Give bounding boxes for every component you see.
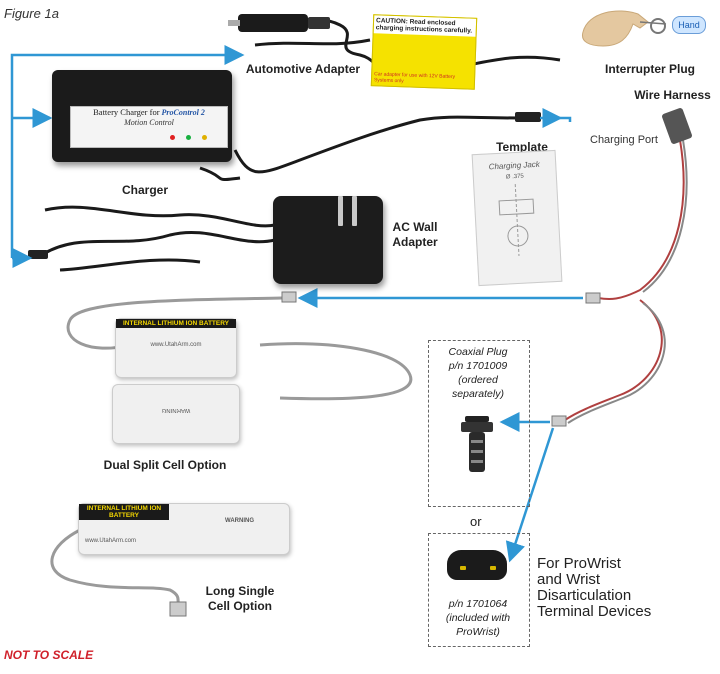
harness-connector-top	[585, 292, 601, 304]
charger-faceplate: Battery Charger for ProControl 2 Motion …	[70, 106, 228, 148]
long-single-cell-battery: INTERNAL LITHIUM ION BATTERY www.UtahArm…	[78, 503, 290, 555]
long-cell-cable	[50, 528, 180, 606]
caution-heading: CAUTION: Read enclosed charging instruct…	[373, 15, 477, 37]
caution-label: CAUTION: Read enclosed charging instruct…	[370, 14, 478, 90]
wall-prong-right	[352, 196, 357, 226]
interrupter-plug	[581, 10, 667, 47]
coaxial-plug-line4: separately)	[452, 388, 504, 400]
long-battery-strip: INTERNAL LITHIUM ION BATTERY	[79, 504, 169, 520]
prowrist-part-line1: p/n 1701064	[448, 598, 508, 610]
or-text: or	[470, 514, 482, 529]
automotive-adapter-label: Automotive Adapter	[245, 62, 361, 76]
template-title: Charging Jack	[488, 159, 541, 172]
long-battery-url: www.UtahArm.com	[85, 538, 137, 544]
dual-split-cell-label: Dual Split Cell Option	[103, 458, 227, 472]
template-drawing	[498, 184, 535, 256]
coaxial-plug-box	[428, 340, 530, 507]
prowrist-contact-left	[460, 566, 466, 570]
dual-cell-battery-bottom: WARNING	[112, 384, 240, 444]
long-single-cell-label-2: Cell Option	[208, 599, 272, 613]
wire-harness-label: Wire Harness	[634, 88, 711, 102]
charging-port-label: Charging Port	[590, 134, 658, 146]
hand-tag: Hand	[672, 16, 706, 34]
figure-label: Figure 1a	[4, 6, 59, 21]
harness-connector-bottom	[551, 415, 567, 427]
ac-wall-adapter-label-2: Adapter	[392, 235, 438, 249]
battery-strip-top: INTERNAL LITHIUM ION BATTERY	[116, 319, 236, 328]
blue-arrows	[10, 45, 583, 563]
coaxial-plug-line1: Coaxial Plug	[448, 346, 508, 358]
prowrist-connector	[447, 550, 507, 580]
ac-wall-adapter	[273, 196, 383, 284]
prowrist-part-line3: ProWrist)	[456, 626, 500, 638]
dual-cell-connector	[281, 291, 297, 303]
charger-company: Motion Control	[124, 118, 174, 127]
long-single-cell-label-1: Long Single	[205, 584, 275, 598]
led-red	[170, 135, 175, 140]
coaxial-plug-line2: p/n 1701009	[448, 360, 508, 372]
prowrist-note-line2: and Wrist	[537, 571, 601, 588]
led-green	[186, 135, 191, 140]
led-yellow	[202, 135, 207, 140]
battery-url-top: www.UtahArm.com	[150, 342, 202, 348]
caution-footer: Car adapter for use with 12V Battery Sys…	[373, 71, 456, 85]
coaxial-plug-line3: (ordered	[458, 374, 498, 386]
charger-cable	[199, 115, 521, 181]
wall-output-plug	[28, 250, 48, 259]
prowrist-part-line2: (included with	[445, 612, 511, 624]
prowrist-box	[428, 533, 530, 647]
automotive-adapter	[228, 14, 330, 32]
coaxial-plug	[461, 416, 493, 472]
wall-cable	[39, 205, 276, 272]
charger-label: Charger	[121, 183, 168, 197]
prowrist-contact-right	[490, 566, 496, 570]
charger-brand-line: Battery Charger for	[93, 107, 160, 117]
wall-prong-left	[338, 196, 343, 226]
template-card: Charging Jack Ø .375	[471, 149, 563, 287]
long-cell-connector	[169, 601, 187, 617]
dual-cell-battery-top: INTERNAL LITHIUM ION BATTERY www.UtahArm…	[115, 318, 237, 378]
prowrist-note-line3: Disarticulation	[537, 587, 632, 604]
ac-wall-adapter-label-1: AC Wall	[392, 220, 438, 234]
wire-harness-cable	[564, 139, 685, 421]
long-battery-warning: WARNING	[225, 518, 254, 524]
battery-warning-bottom: WARNING	[161, 407, 191, 413]
interrupter-plug-label: Interrupter Plug	[604, 62, 695, 76]
charger-product: ProControl 2	[161, 108, 205, 117]
prowrist-note-line4: Terminal Devices	[537, 603, 652, 620]
harness-port	[662, 108, 692, 144]
not-to-scale-note: NOT TO SCALE	[4, 648, 94, 662]
prowrist-note-line1: For ProWrist	[537, 555, 621, 572]
dual-cell-cable	[66, 296, 413, 401]
charger-output-plug	[515, 112, 541, 122]
